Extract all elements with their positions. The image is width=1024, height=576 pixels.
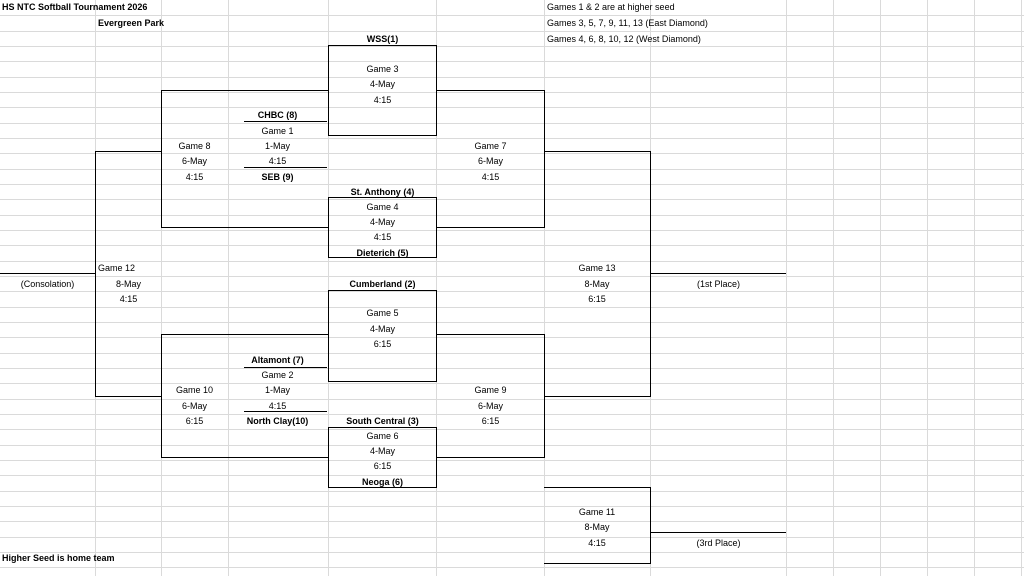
game4-time: 4:15 <box>373 232 392 242</box>
game10-name: Game 10 <box>175 385 214 395</box>
consolation-label: (Consolation) <box>20 279 75 289</box>
game10-time: 6:15 <box>185 416 204 426</box>
game9-time: 6:15 <box>481 416 500 426</box>
game9-date: 6-May <box>477 401 503 411</box>
game7-date: 6-May <box>477 156 503 166</box>
game12-time: 4:15 <box>119 294 138 304</box>
game7-time: 4:15 <box>481 172 500 182</box>
team-dieterich: Dieterich (5) <box>356 248 409 258</box>
game12-date: 8-May <box>115 279 141 289</box>
game8-date: 6-May <box>181 156 207 166</box>
game8-time: 4:15 <box>185 172 204 182</box>
note-higher-seed: Games 1 & 2 are at higher seed <box>547 2 675 12</box>
game2-date: 1-May <box>264 385 290 395</box>
game4-name: Game 4 <box>366 202 399 212</box>
game9-name: Game 9 <box>474 385 507 395</box>
game4-date: 4-May <box>369 217 395 227</box>
game2-name: Game 2 <box>261 370 294 380</box>
tournament-title: HS NTC Softball Tournament 2026 <box>2 2 148 12</box>
game7-name: Game 7 <box>474 141 507 151</box>
game1-date: 1-May <box>264 141 290 151</box>
team-altamont: Altamont (7) <box>251 355 304 365</box>
first-place-label: (1st Place) <box>696 279 740 289</box>
team-chbc: CHBC (8) <box>257 110 298 120</box>
game12-name: Game 12 <box>98 263 136 273</box>
venue-label: Evergreen Park <box>98 18 165 28</box>
team-north-clay: North Clay(10) <box>246 416 309 426</box>
game1-time: 4:15 <box>268 156 287 166</box>
game5-name: Game 5 <box>366 308 399 318</box>
game13-name: Game 13 <box>578 263 616 273</box>
team-cumberland: Cumberland (2) <box>349 279 416 289</box>
team-wss: WSS(1) <box>366 34 399 44</box>
game1-name: Game 1 <box>261 126 294 136</box>
third-place-label: (3rd Place) <box>696 538 741 548</box>
game11-time: 4:15 <box>588 538 606 548</box>
game5-time: 6:15 <box>373 339 392 349</box>
game6-time: 6:15 <box>373 461 392 471</box>
game13-date: 8-May <box>584 279 610 289</box>
footer-note: Higher Seed is home team <box>2 553 115 563</box>
game3-date: 4-May <box>369 79 395 89</box>
game11-name: Game 11 <box>578 507 616 517</box>
game8-name: Game 8 <box>178 141 211 151</box>
team-south-central: South Central (3) <box>346 416 419 426</box>
team-neoga: Neoga (6) <box>361 477 403 487</box>
game5-date: 4-May <box>369 324 395 334</box>
game3-time: 4:15 <box>373 95 392 105</box>
team-st-anthony: St. Anthony (4) <box>350 187 415 197</box>
game2-time: 4:15 <box>268 401 287 411</box>
note-west-diamond: Games 4, 6, 8, 10, 12 (West Diamond) <box>547 34 701 44</box>
game6-name: Game 6 <box>366 431 399 441</box>
game11-date: 8-May <box>584 522 610 532</box>
game6-date: 4-May <box>369 446 395 456</box>
game3-name: Game 3 <box>366 64 399 74</box>
note-east-diamond: Games 3, 5, 7, 9, 11, 13 (East Diamond) <box>547 18 708 28</box>
game13-time: 6:15 <box>588 294 606 304</box>
team-seb: SEB (9) <box>261 172 294 182</box>
game10-date: 6-May <box>181 401 207 411</box>
